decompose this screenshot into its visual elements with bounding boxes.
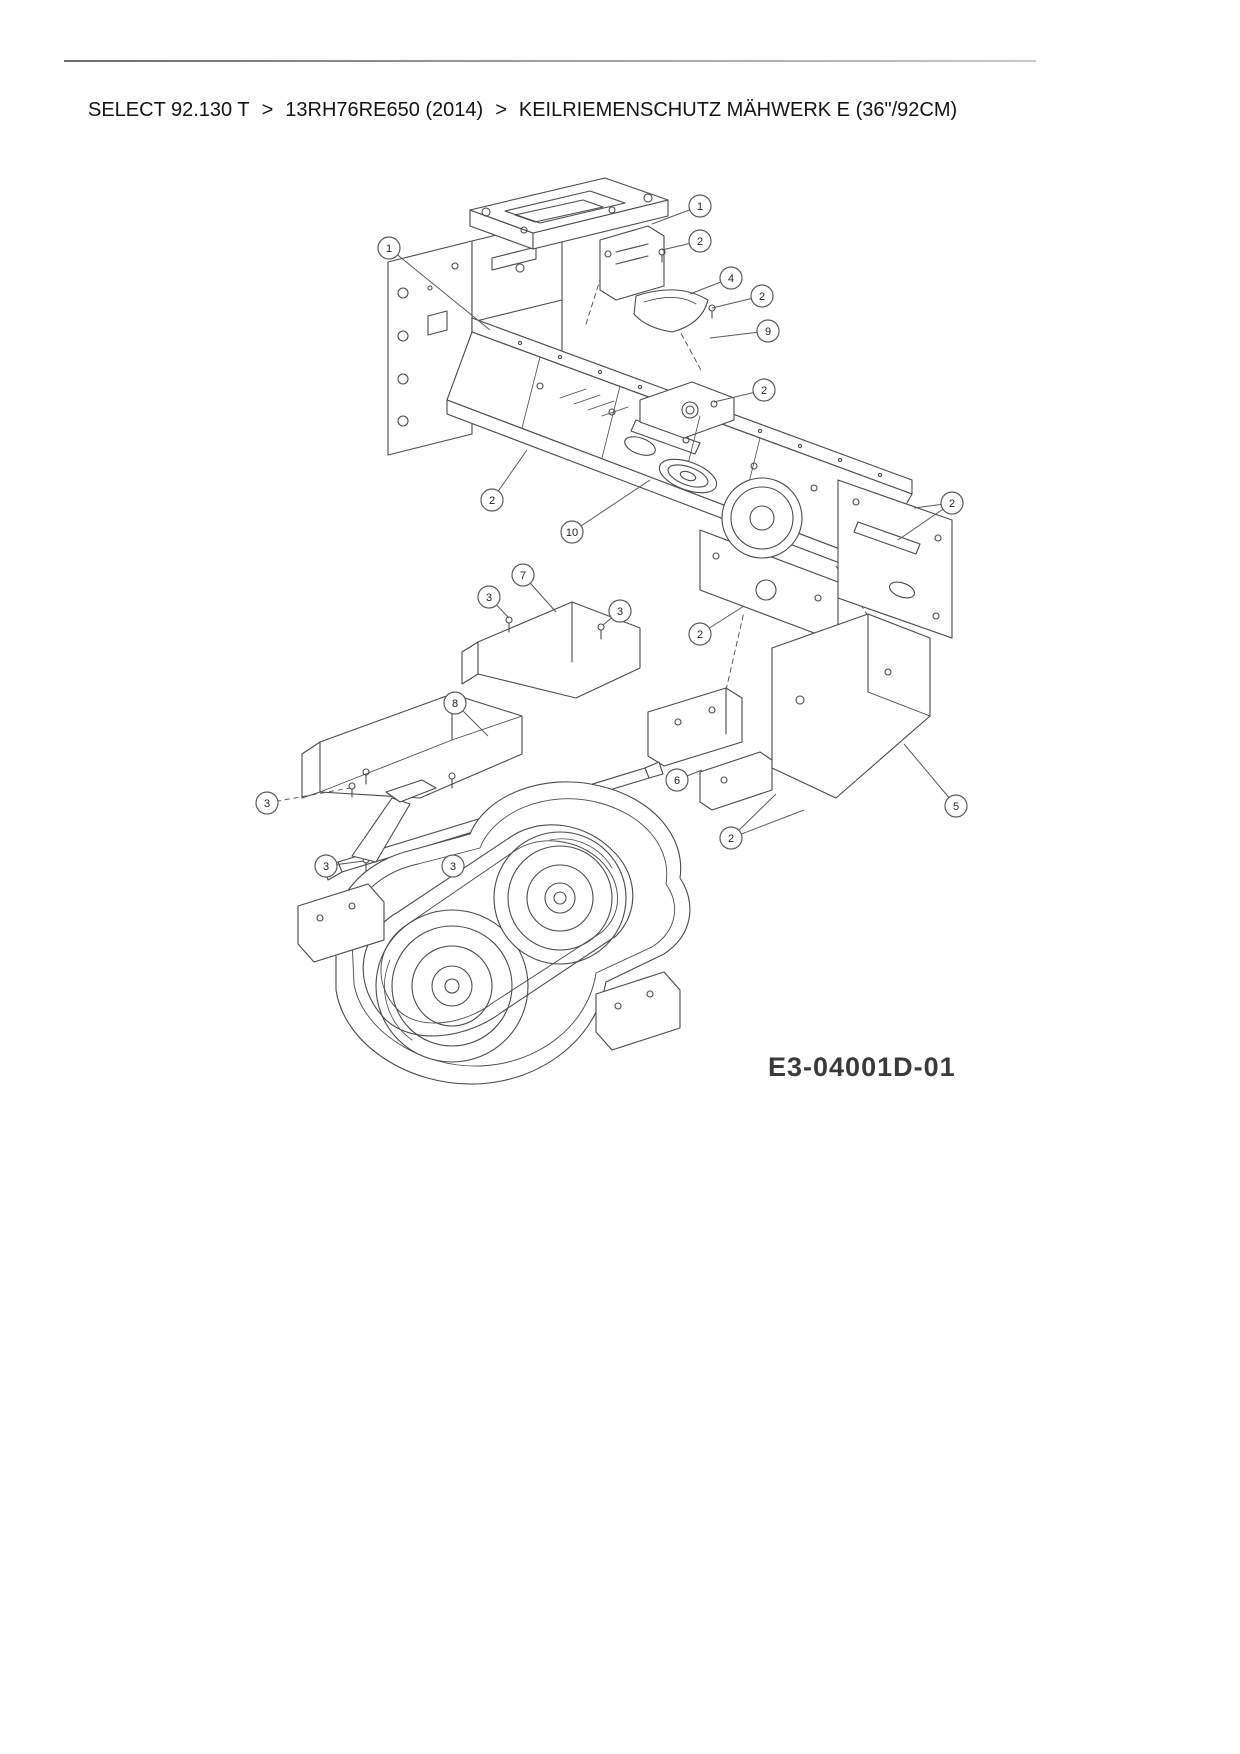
callout-circle	[560, 520, 584, 544]
callout-balloon-3: 3	[255, 791, 279, 815]
bracket-part-6	[647, 687, 773, 811]
callout-layer: 1 2 4 2 9 2 1 2 10 2 7 3 3 2 8 3 3 3 6 2 5	[255, 194, 968, 878]
callout-balloon-3: 3	[608, 599, 632, 623]
callout-number: 9	[765, 326, 771, 338]
callout-number: 3	[264, 798, 270, 810]
mower-deck	[297, 781, 691, 1085]
callout-balloon-5: 5	[944, 794, 968, 818]
callout-number: 1	[386, 243, 392, 255]
callout-number: 2	[489, 495, 495, 507]
shield-part-8	[301, 693, 523, 799]
callout-number: 6	[674, 775, 680, 787]
callout-circle	[665, 768, 689, 792]
callout-circle	[944, 794, 968, 818]
callout-balloon-2: 2	[688, 622, 712, 646]
callout-number: 3	[450, 861, 456, 873]
callout-number: 8	[452, 698, 458, 710]
callout-number: 7	[520, 570, 526, 582]
callout-number: 4	[728, 273, 734, 285]
callout-circle	[314, 854, 338, 878]
callout-circle	[940, 491, 964, 515]
belt-guard-part-7	[461, 601, 641, 699]
callout-balloon-9: 9	[756, 319, 780, 343]
shield-part-5	[771, 613, 931, 799]
callout-number: 3	[323, 861, 329, 873]
callout-circle	[688, 194, 712, 218]
callout-balloon-1: 1	[688, 194, 712, 218]
diagram-code: E3-04001D-01	[768, 1052, 956, 1082]
callout-circle	[477, 585, 501, 609]
callout-balloon-2: 2	[480, 488, 504, 512]
guard-part-9	[633, 289, 709, 333]
callout-circle	[688, 622, 712, 646]
callout-number: 10	[566, 527, 578, 539]
frame-left-plate	[387, 240, 473, 456]
callout-number: 3	[486, 592, 492, 604]
callout-circle	[441, 854, 465, 878]
callout-leader-line	[571, 479, 651, 533]
assembly-dash-line	[725, 611, 745, 691]
top-divider-rule	[64, 60, 1036, 62]
callout-circle	[511, 563, 535, 587]
breadcrumb-item-current: KEILRIEMENSCHUTZ MÄHWERK E (36"/92CM)	[518, 99, 958, 121]
fastener-bolts-top	[658, 248, 718, 408]
seat-platform	[469, 177, 669, 250]
callout-circle	[752, 378, 776, 402]
callout-circle	[480, 488, 504, 512]
callout-number: 1	[697, 201, 703, 213]
callout-circle	[750, 284, 774, 308]
breadcrumb-item-model[interactable]: SELECT 92.130 T	[88, 99, 250, 121]
callout-balloon-4: 4	[719, 266, 743, 290]
callout-number: 2	[759, 291, 765, 303]
callout-circle	[688, 229, 712, 253]
callout-balloon-3: 3	[314, 854, 338, 878]
callout-number: 2	[949, 498, 955, 510]
callout-leader-line	[388, 247, 491, 331]
callout-balloon-2: 2	[940, 491, 964, 515]
breadcrumb-separator: >	[495, 99, 507, 121]
callout-number: 3	[617, 606, 623, 618]
callout-number: 2	[697, 629, 703, 641]
frame-pulley-openings	[658, 458, 803, 559]
callout-balloon-7: 7	[511, 563, 535, 587]
callout-balloon-2: 2	[688, 229, 712, 253]
callout-balloon-8: 8	[443, 691, 467, 715]
callout-balloon-2: 2	[719, 826, 743, 850]
callout-circle	[443, 691, 467, 715]
callout-number: 5	[953, 801, 959, 813]
callout-balloon-2: 2	[752, 378, 776, 402]
callout-balloon-10: 10	[560, 520, 584, 544]
callout-balloon-1: 1	[377, 236, 401, 260]
callout-circle	[377, 236, 401, 260]
breadcrumb-item-article[interactable]: 13RH76RE650 (2014)	[285, 99, 484, 121]
callout-circle	[608, 599, 632, 623]
callout-number: 2	[697, 236, 703, 248]
frame-end-plate	[837, 479, 953, 639]
callout-leader-line	[903, 743, 957, 807]
breadcrumb-separator: >	[261, 99, 274, 121]
callout-balloon-6: 6	[665, 768, 689, 792]
callout-circle	[719, 266, 743, 290]
callout-balloon-3: 3	[477, 585, 501, 609]
callout-number: 2	[761, 385, 767, 397]
callout-balloon-2: 2	[750, 284, 774, 308]
drawing-art	[297, 177, 953, 1085]
callout-circle	[719, 826, 743, 850]
callout-leader-line	[730, 809, 805, 839]
bracket-part-4	[599, 225, 665, 301]
breadcrumb: SELECT 92.130 T >13RH76RE650 (2014) > KEILR…	[88, 99, 957, 122]
callout-circle	[756, 319, 780, 343]
callout-number: 2	[728, 833, 734, 845]
callout-balloon-3: 3	[441, 854, 465, 878]
callout-circle	[255, 791, 279, 815]
